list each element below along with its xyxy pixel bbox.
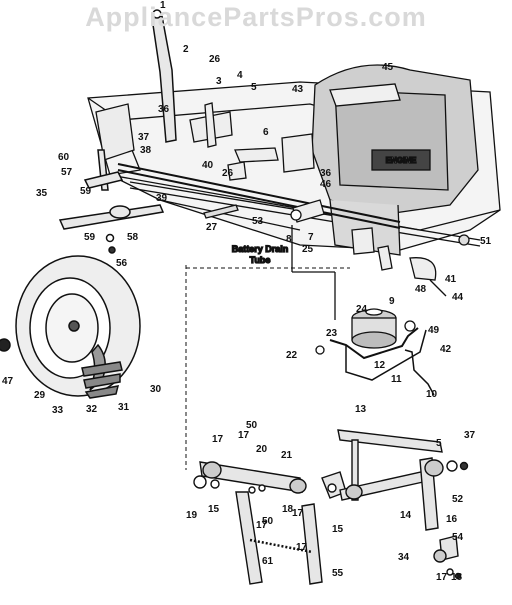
callout-30: 30 bbox=[150, 384, 162, 395]
callout-11: 11 bbox=[391, 374, 402, 385]
lower-linkage bbox=[185, 265, 469, 585]
callout-34: 34 bbox=[398, 552, 410, 563]
engine-label: ENGINE bbox=[386, 156, 417, 165]
callout-17: 17 bbox=[238, 430, 250, 441]
callout-55: 55 bbox=[332, 568, 344, 579]
callout-32: 32 bbox=[86, 404, 98, 415]
callout-46: 46 bbox=[320, 179, 332, 190]
callout-23: 23 bbox=[326, 328, 338, 339]
callout-18b: 18 bbox=[451, 572, 463, 583]
callout-17c: 17 bbox=[292, 508, 304, 519]
callout-49: 49 bbox=[428, 325, 440, 336]
callout-37b: 37 bbox=[464, 430, 476, 441]
callout-38: 38 bbox=[140, 145, 152, 156]
callout-16: 16 bbox=[446, 514, 458, 525]
callout-57: 57 bbox=[61, 167, 73, 178]
callout-5b: 5 bbox=[436, 438, 442, 449]
callout-24: 24 bbox=[356, 304, 368, 315]
callout-45: 45 bbox=[382, 62, 394, 73]
callout-26: 26 bbox=[209, 54, 221, 65]
steering-column bbox=[58, 9, 401, 254]
callout-20: 20 bbox=[256, 444, 268, 455]
callout-19: 19 bbox=[186, 510, 198, 521]
callout-3: 3 bbox=[216, 76, 222, 87]
callout-31: 31 bbox=[118, 402, 130, 413]
callout-15: 15 bbox=[208, 504, 220, 515]
callout-18: 18 bbox=[282, 504, 294, 515]
callout-54: 54 bbox=[452, 532, 464, 543]
callout-52: 52 bbox=[452, 494, 464, 505]
callout-15b: 15 bbox=[332, 524, 344, 535]
callout-6: 6 bbox=[263, 127, 269, 138]
callout-17e: 17 bbox=[256, 520, 268, 531]
callout-26b: 26 bbox=[222, 168, 234, 179]
callout-27: 27 bbox=[206, 222, 218, 233]
callout-53: 53 bbox=[252, 216, 264, 227]
callout-44: 44 bbox=[452, 292, 464, 303]
callout-59: 59 bbox=[80, 186, 92, 197]
callout-33: 33 bbox=[52, 405, 64, 416]
callout-7: 7 bbox=[308, 232, 314, 243]
callout-36: 36 bbox=[158, 104, 170, 115]
callout-21: 21 bbox=[281, 450, 293, 461]
callout-12: 12 bbox=[374, 360, 386, 371]
callout-42: 42 bbox=[440, 344, 452, 355]
lever-bracket-group bbox=[189, 102, 470, 297]
callout-22: 22 bbox=[286, 350, 298, 361]
callout-1: 1 bbox=[160, 0, 166, 11]
engine-block: ENGINE bbox=[311, 64, 479, 256]
battery-drain-label-line2: Tube bbox=[250, 255, 271, 265]
callout-58: 58 bbox=[127, 232, 139, 243]
callout-2: 2 bbox=[183, 44, 189, 55]
callout-5: 5 bbox=[251, 82, 257, 93]
callout-43: 43 bbox=[292, 84, 304, 95]
callout-36b: 36 bbox=[320, 168, 332, 179]
callout-48: 48 bbox=[415, 284, 427, 295]
callout-29: 29 bbox=[34, 390, 46, 401]
callout-4: 4 bbox=[237, 70, 243, 81]
callout-40: 40 bbox=[202, 160, 214, 171]
callout-8: 8 bbox=[286, 234, 292, 245]
callout-13: 13 bbox=[355, 404, 367, 415]
callout-35: 35 bbox=[36, 188, 48, 199]
callout-37: 37 bbox=[138, 132, 150, 143]
callout-17d: 17 bbox=[436, 572, 448, 583]
callout-60: 60 bbox=[58, 152, 70, 163]
callout-56: 56 bbox=[116, 258, 128, 269]
callout-labels: 1 2 26 3 4 5 43 45 36 37 38 40 6 60 57 5… bbox=[2, 0, 492, 583]
callout-47: 47 bbox=[2, 376, 14, 387]
rear-tire bbox=[0, 255, 141, 399]
pulley-linkage bbox=[291, 225, 435, 396]
callout-41: 41 bbox=[445, 274, 457, 285]
callout-9: 9 bbox=[389, 296, 395, 307]
callout-25: 25 bbox=[302, 244, 314, 255]
battery-drain-label-line1: Battery Drain bbox=[232, 244, 289, 254]
callout-17f: 17 bbox=[296, 542, 308, 553]
battery-drain-tube: Battery Drain Tube bbox=[203, 204, 289, 266]
callout-10: 10 bbox=[426, 389, 438, 400]
callout-17b: 17 bbox=[212, 434, 224, 445]
callout-14: 14 bbox=[400, 510, 412, 521]
callout-39: 39 bbox=[156, 193, 168, 204]
watermark: AppliancePartsPros.com bbox=[85, 2, 427, 32]
callout-59b: 59 bbox=[84, 232, 96, 243]
callout-50b: 50 bbox=[262, 516, 274, 527]
callout-61: 61 bbox=[262, 556, 274, 567]
callout-51: 51 bbox=[480, 236, 492, 247]
callout-50: 50 bbox=[246, 420, 258, 431]
